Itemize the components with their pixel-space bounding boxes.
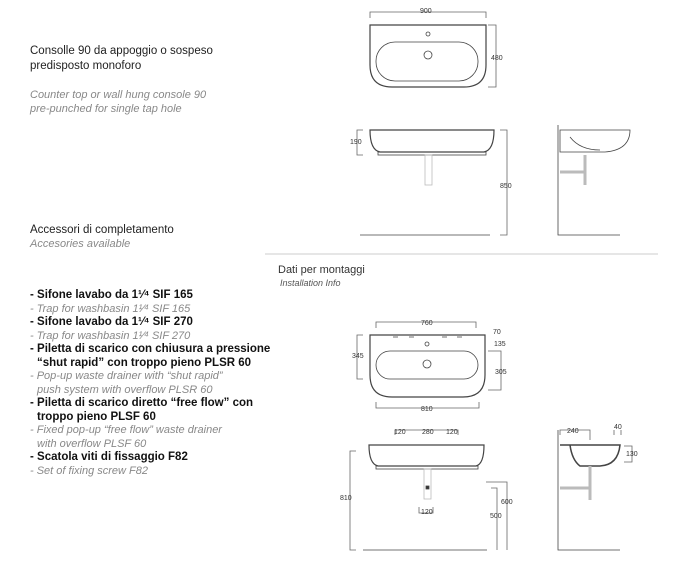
dim-600: 600 [501,499,513,506]
dim-280: 280 [422,429,434,436]
installation-title-en: Installation Info [280,278,341,288]
accessories-heading-en: Accesories available [30,238,131,250]
accessory-en: - Pop-up waste drainer with “shut rapid” [30,370,223,382]
dim-install-depth: 345 [352,353,364,360]
accessory-it: “shut rapid” con troppo pieno PLSR 60 [37,356,252,369]
installation-title: Dati per montaggi [278,264,365,276]
dim-500: 500 [490,513,502,520]
dim-waste-120: 120 [421,509,433,516]
basin-top-view [369,11,497,88]
dim-floor: 850 [500,183,512,190]
accessory-en: - Trap for washbasin 1¹⁄⁴ SIF 165 [30,302,191,315]
dim-120-right: 120 [446,429,458,436]
accessory-it: troppo pieno PLSF 60 [37,410,156,423]
accessory-en: push system with overflow PLSR 60 [37,383,213,396]
install-front-view [349,429,508,551]
accessory-en: - Fixed pop-up “free flow” waste drainer [30,424,222,436]
dim-height: 190 [350,139,362,146]
product-title-line1: Consolle 90 da appoggio o sospeso [30,45,213,57]
dim-810-base: 810 [421,406,433,413]
dim-width: 900 [420,8,432,15]
dim-130: 130 [626,451,638,458]
accessories-list: - Sifone lavabo da 1¹⁄⁴ SIF 165- Trap fo… [30,289,270,478]
product-title-line2: predisposto monoforo [30,60,142,72]
dim-depth: 480 [491,55,503,62]
dim-240: 240 [567,428,579,435]
accessory-en: with overflow PLSF 60 [37,437,147,450]
dim-120-left: 120 [394,429,406,436]
basin-front-view [356,129,508,236]
install-side-view [557,429,633,551]
accessory-it: - Sifone lavabo da 1¹⁄⁴ SIF 165 [30,289,193,301]
install-top-view [356,321,502,409]
accessory-it: - Piletta di scarico diretto “free flow”… [30,397,254,409]
accessory-en: - Trap for washbasin 1¹⁄⁴ SIF 270 [30,329,191,342]
dim-40: 40 [614,424,622,431]
dim-70: 70 [493,329,501,336]
accessories-heading: Accessori di completamento [30,224,174,236]
dim-install-width: 760 [421,320,433,327]
dim-810-floor: 810 [340,495,352,502]
accessory-it: - Piletta di scarico con chiusura a pres… [30,343,271,355]
accessory-it: - Scatola viti di fissaggio F82 [30,451,188,463]
dim-305: 305 [495,369,507,376]
product-title-en-line2: pre-punched for single tap hole [30,103,182,115]
product-title-en-line1: Counter top or wall hung console 90 [30,89,207,101]
dim-135: 135 [494,341,506,348]
basin-side-view [557,125,631,236]
accessory-en: - Set of fixing screw F82 [30,464,148,477]
accessory-it: - Sifone lavabo da 1¹⁄⁴ SIF 270 [30,316,193,328]
